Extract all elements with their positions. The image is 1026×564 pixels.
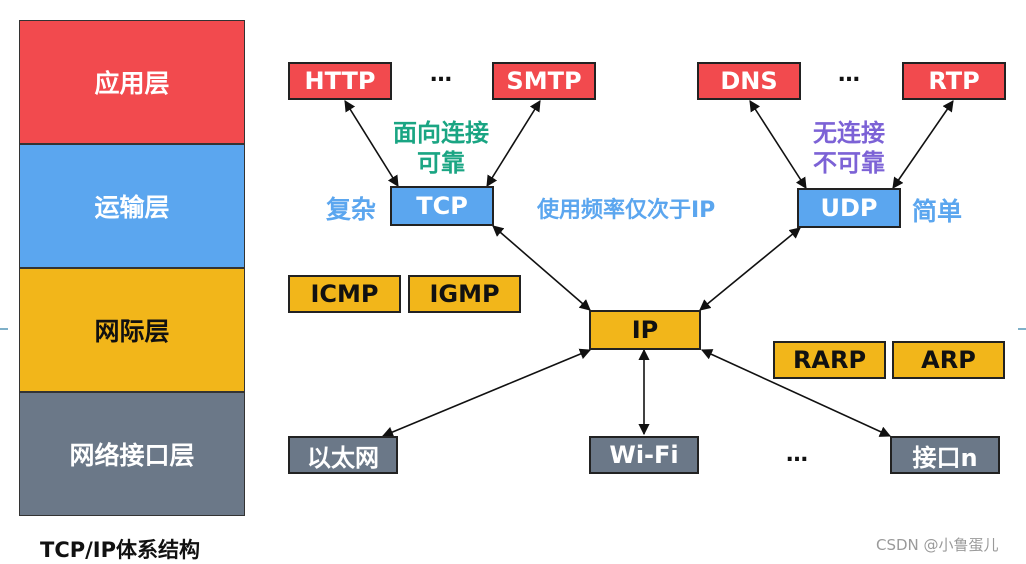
protocol-http-label: HTTP <box>304 67 376 95</box>
protocol-smtp-label: SMTP <box>506 67 582 95</box>
udp-description-line2: 不可靠 <box>813 149 885 177</box>
protocol-icmp: ICMP <box>288 275 401 313</box>
link-wifi-label: Wi-Fi <box>609 441 679 469</box>
protocol-ip: IP <box>589 310 701 350</box>
protocol-rtp: RTP <box>902 62 1006 100</box>
link-interface-n: 接口n <box>890 436 1000 474</box>
arrow-udp-ip <box>699 227 801 311</box>
tcp-description: 面向连接 可靠 <box>385 118 497 178</box>
protocol-tcp: TCP <box>390 186 494 226</box>
protocol-udp: UDP <box>797 188 901 228</box>
arrow-rtp-udp <box>892 100 954 189</box>
middle-note: 使用频率仅次于IP <box>537 198 716 223</box>
arrow-ip-interface-n <box>700 349 892 437</box>
link-wifi: Wi-Fi <box>589 436 699 474</box>
layer-link-label: 网络接口层 <box>69 441 195 470</box>
protocol-rtp-label: RTP <box>928 67 980 95</box>
arrow-http-tcp <box>344 100 399 187</box>
link-ethernet: 以太网 <box>288 436 398 474</box>
layer-application: 应用层 <box>19 20 245 144</box>
layer-transport-label: 运输层 <box>94 193 170 222</box>
tcp-description-line1: 面向连接 <box>393 119 489 147</box>
protocol-icmp-label: ICMP <box>310 280 379 308</box>
protocol-http: HTTP <box>288 62 392 100</box>
protocol-igmp-label: IGMP <box>429 280 500 308</box>
protocol-dns: DNS <box>697 62 801 100</box>
protocol-igmp: IGMP <box>408 275 521 313</box>
tcp-description-line2: 可靠 <box>417 149 465 177</box>
protocol-ip-label: IP <box>631 316 659 344</box>
arrow-tcp-ip <box>492 225 591 311</box>
watermark: CSDN @小鲁蛋儿 <box>876 536 999 554</box>
udp-note: 简单 <box>912 197 963 226</box>
diagram-caption: TCP/IP体系结构 <box>40 538 201 562</box>
protocol-rarp: RARP <box>773 341 886 379</box>
protocol-arp-label: ARP <box>921 346 976 374</box>
left-tick <box>0 328 8 330</box>
arrow-smtp-tcp <box>486 100 541 187</box>
tcp-note: 复杂 <box>326 195 377 224</box>
protocol-udp-label: UDP <box>820 194 878 222</box>
protocol-dns-label: DNS <box>720 67 778 95</box>
app-ellipsis-left: … <box>430 62 452 87</box>
app-ellipsis-right: … <box>838 62 860 87</box>
udp-description: 无连接 不可靠 <box>793 118 905 178</box>
layer-application-label: 应用层 <box>94 69 170 98</box>
link-ellipsis: … <box>786 442 808 467</box>
link-interface-n-label: 接口n <box>912 443 978 472</box>
layer-link: 网络接口层 <box>19 392 245 516</box>
arrow-dns-udp <box>749 100 807 189</box>
protocol-smtp: SMTP <box>492 62 596 100</box>
layer-internet-label: 网际层 <box>94 317 170 346</box>
protocol-arp: ARP <box>892 341 1005 379</box>
link-ethernet-label: 以太网 <box>307 443 379 472</box>
right-tick <box>1018 328 1026 330</box>
protocol-tcp-label: TCP <box>416 192 468 220</box>
udp-description-line1: 无连接 <box>813 119 885 147</box>
arrow-ip-ethernet <box>381 348 592 438</box>
protocol-rarp-label: RARP <box>792 346 867 374</box>
layer-internet: 网际层 <box>19 268 245 392</box>
layer-transport: 运输层 <box>19 144 245 268</box>
